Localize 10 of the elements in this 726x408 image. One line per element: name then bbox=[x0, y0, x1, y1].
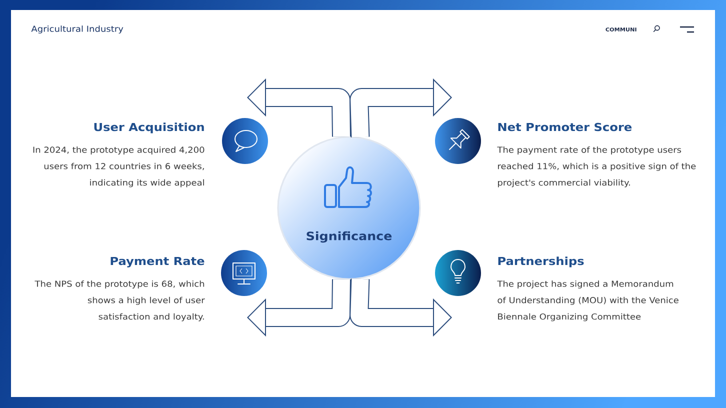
card-heading: User Acquisition bbox=[94, 122, 204, 134]
block-arrow bbox=[247, 279, 351, 337]
card-text: The NPS of the prototype is 68, which shows a high level of user satisfaction and loyalty. bbox=[34, 280, 205, 322]
header-title: Agricultural Industry bbox=[31, 26, 124, 34]
card-heading: Net Promoter Score bbox=[498, 122, 632, 132]
card-heading: Partnerships bbox=[498, 256, 584, 268]
card-text: In 2024, the prototype acquired 4,200 users from 12 countries in 6 weeks, indicating its wide appeal bbox=[33, 146, 204, 188]
card-heading: Payment Rate bbox=[110, 257, 204, 268]
card-text: The payment rate of the prototype users reached 11%, which is a positive sign of the project's commercial viability. bbox=[497, 146, 696, 188]
card-text: The project has signed a Memorandum of Understanding (MOU) with the Venice Biennale Organizing Committee bbox=[497, 280, 678, 322]
